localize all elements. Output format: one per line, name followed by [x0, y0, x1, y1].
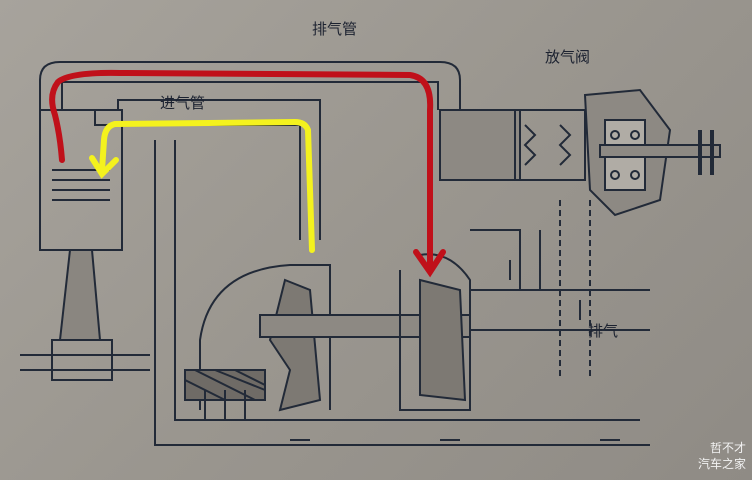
turbine-wheel	[419, 278, 467, 402]
intake-flow-arrow	[99, 118, 315, 253]
exhaust-pipe	[39, 61, 461, 110]
wastegate-body	[439, 109, 521, 181]
watermark-site: 汽车之家	[697, 457, 746, 471]
label-exhaust-pipe: 排气管	[312, 20, 358, 38]
compressor-wheel	[268, 278, 322, 412]
label-intake-pipe: 进气管	[160, 94, 206, 112]
label-wastegate: 放气阀	[545, 48, 591, 66]
watermark: 哲不才 汽车之家	[698, 440, 746, 472]
compressor-housing	[199, 264, 331, 410]
label-exhaust: 排气	[588, 322, 619, 340]
exhaust-flow-arrow	[49, 69, 434, 268]
watermark-author: 哲不才	[709, 441, 746, 455]
connecting-rod	[58, 249, 102, 341]
intake-pipe	[94, 110, 301, 240]
